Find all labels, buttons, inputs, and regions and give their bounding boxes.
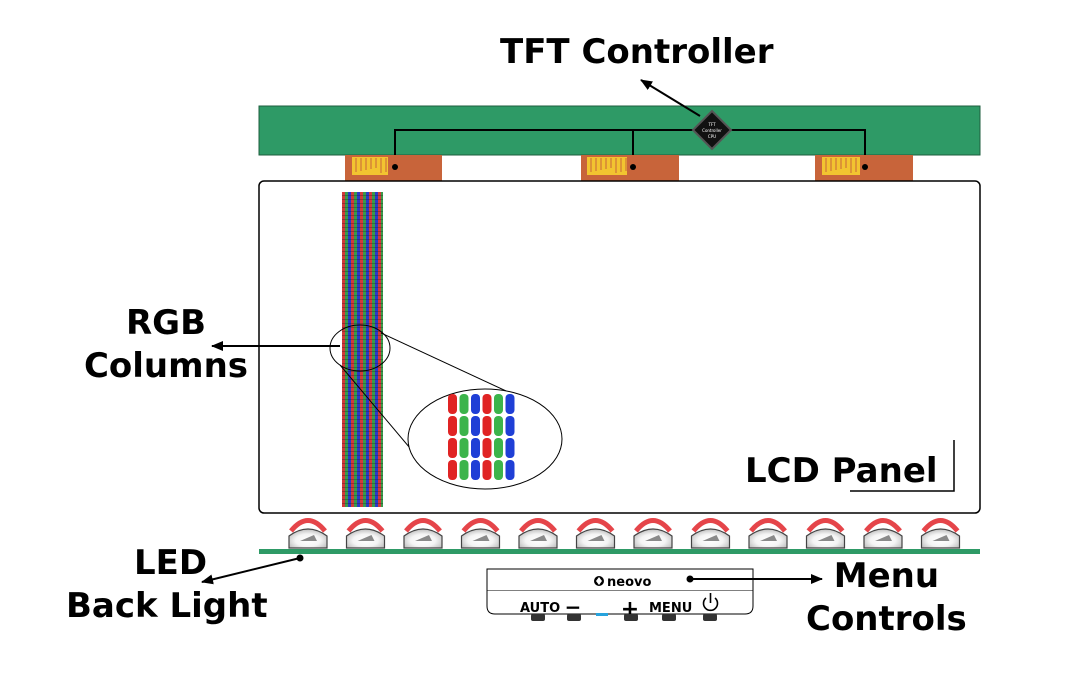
led-icon	[863, 518, 903, 549]
led-icon	[288, 518, 328, 549]
minus-button-label: −	[565, 595, 582, 619]
flex-connector-middle	[581, 155, 679, 181]
led-icon	[403, 518, 443, 549]
menu-button-label: MENU	[649, 601, 692, 616]
neovo-logo-icon	[594, 576, 604, 586]
chip-label-1: TFT	[707, 122, 716, 127]
led-icon	[748, 518, 788, 549]
bezel-button-icon[interactable]	[662, 614, 676, 621]
led-backlight-strip	[259, 549, 980, 554]
tft-chip-icon: TFT Controller CPU	[691, 109, 733, 151]
led-icon	[345, 518, 386, 549]
power-led-indicator	[596, 613, 608, 616]
tft-arrow	[640, 79, 701, 117]
bezel-button-icon[interactable]	[531, 614, 545, 621]
brand-text: neovo	[607, 575, 651, 590]
led-icon	[518, 518, 558, 549]
rgb-columns-label: RGB Columns	[83, 303, 249, 386]
led-icon	[575, 518, 616, 549]
tft-controller-label: TFT Controller	[500, 32, 774, 72]
led-icon	[920, 518, 961, 549]
auto-button-label: AUTO	[520, 601, 560, 616]
led-icon	[633, 518, 673, 549]
rgb-column-stripe	[342, 192, 383, 507]
lcd-panel-label: LCD Panel	[745, 451, 938, 491]
power-icon	[702, 593, 719, 612]
chip-label-3: CPU	[708, 134, 716, 139]
led-backlight-label: LED Back Light	[66, 543, 268, 626]
chip-label-2: Controller	[702, 128, 722, 133]
led-icon	[460, 518, 501, 549]
led-arrow	[201, 557, 301, 585]
bezel-button-icon[interactable]	[703, 614, 717, 621]
led-icon	[690, 518, 731, 549]
zoom-source-ellipse	[329, 324, 391, 372]
led-icon	[805, 518, 846, 549]
bezel-button-icon[interactable]	[624, 614, 638, 621]
bezel-button-icon[interactable]	[567, 614, 581, 621]
menu-controls-label: Menu Controls	[806, 556, 967, 639]
